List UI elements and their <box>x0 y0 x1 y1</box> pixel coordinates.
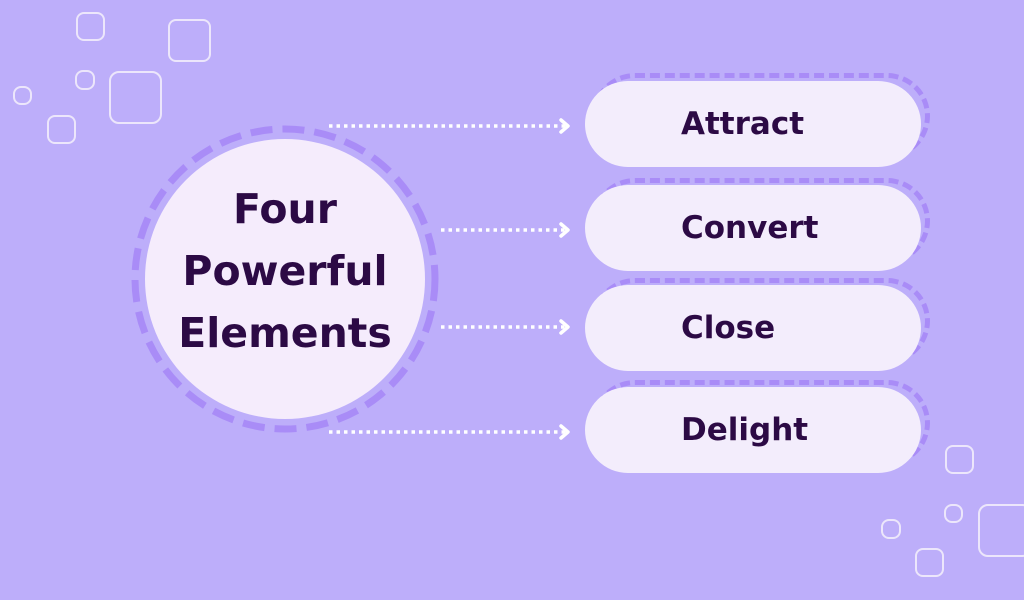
decor-square <box>75 70 95 90</box>
arrowhead-icon <box>559 222 570 238</box>
decor-square <box>978 504 1024 557</box>
decor-square <box>13 86 32 105</box>
element-label: Close <box>681 310 776 346</box>
decor-square <box>915 548 944 577</box>
arrowhead-icon <box>559 424 570 440</box>
element-label: Attract <box>681 106 805 142</box>
center-title-line: Elements <box>178 309 392 357</box>
center-circle <box>145 139 425 419</box>
decor-square <box>881 519 901 539</box>
decor-square <box>109 71 162 124</box>
center-ring <box>131 125 439 433</box>
element-pill-convert: Convert <box>585 185 921 271</box>
element-pill-attract: Attract <box>585 81 921 167</box>
decor-square <box>944 504 963 523</box>
center-title-line: Four <box>233 185 337 233</box>
element-pill-close: Close <box>585 285 921 371</box>
center-title-line: Powerful <box>182 247 388 295</box>
arrowhead-icon <box>559 319 570 335</box>
arrowhead-icon <box>559 118 570 134</box>
element-label: Convert <box>681 210 819 246</box>
decor-square <box>76 12 105 41</box>
center-title: Four Powerful Elements <box>145 178 425 364</box>
element-label: Delight <box>681 412 809 448</box>
decor-square <box>168 19 211 62</box>
decor-square <box>47 115 76 144</box>
element-pill-delight: Delight <box>585 387 921 473</box>
decor-square <box>945 445 974 474</box>
